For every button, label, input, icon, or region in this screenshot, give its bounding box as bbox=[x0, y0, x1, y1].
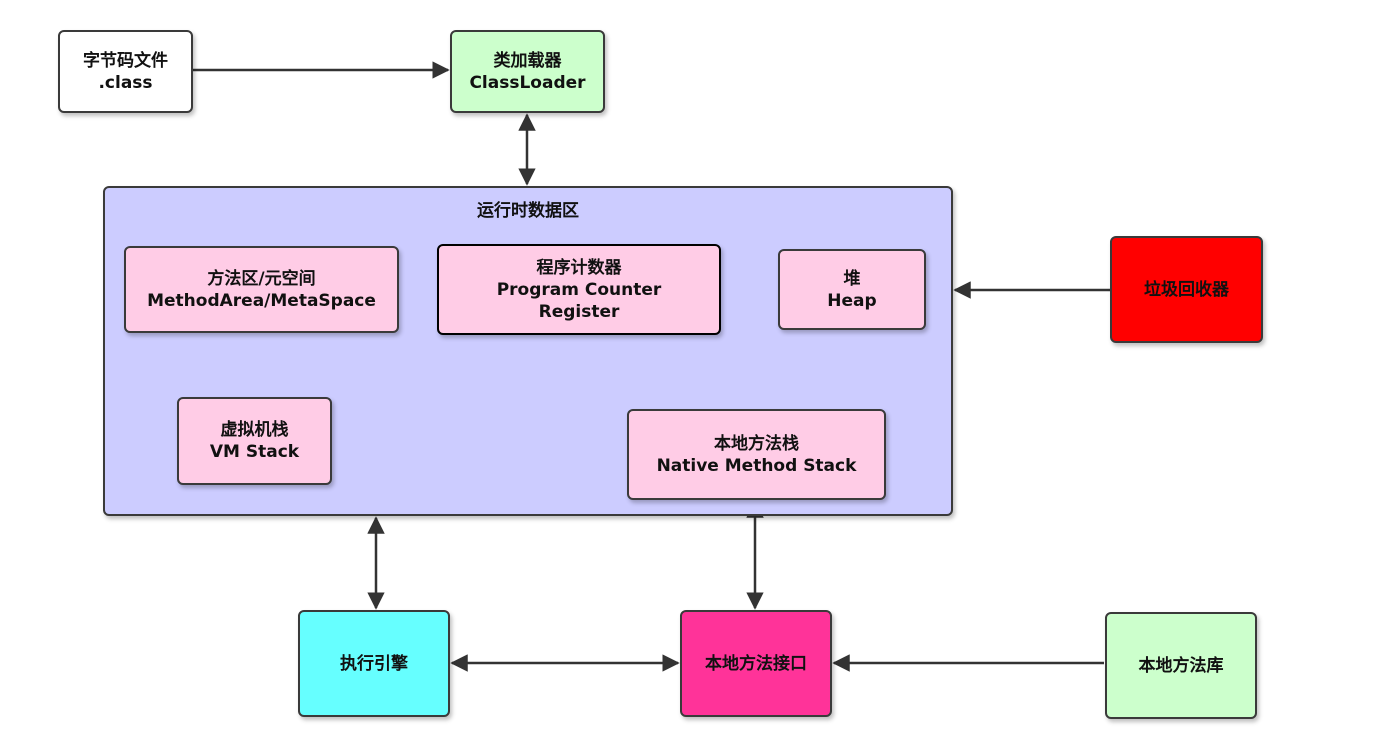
classloader-node[interactable]: 类加载器 ClassLoader bbox=[450, 30, 605, 113]
bytecode-file-label: 字节码文件 bbox=[83, 50, 168, 71]
execution-engine-node[interactable]: 执行引擎 bbox=[298, 610, 450, 717]
native-interface-label: 本地方法接口 bbox=[705, 653, 807, 674]
native-interface-node[interactable]: 本地方法接口 bbox=[680, 610, 832, 717]
pc-register-en-1: Program Counter bbox=[496, 279, 662, 300]
bytecode-file-node[interactable]: 字节码文件 .class bbox=[58, 30, 193, 113]
pc-register-en-2: Register bbox=[538, 301, 620, 322]
heap-en: Heap bbox=[827, 290, 877, 311]
heap-cn: 堆 bbox=[843, 268, 861, 289]
native-method-stack-cn: 本地方法栈 bbox=[714, 433, 799, 454]
bytecode-file-ext: .class bbox=[98, 72, 153, 93]
native-method-stack-en: Native Method Stack bbox=[656, 455, 857, 476]
execution-engine-label: 执行引擎 bbox=[340, 653, 408, 674]
native-library-label: 本地方法库 bbox=[1138, 655, 1224, 676]
vm-stack-en: VM Stack bbox=[209, 442, 300, 462]
native-method-stack-node[interactable]: 本地方法栈 Native Method Stack bbox=[627, 409, 886, 500]
vm-stack-cn: 虚拟机栈 bbox=[220, 420, 289, 440]
heap-node[interactable]: 堆 Heap bbox=[778, 249, 926, 330]
method-area-en: MethodArea/MetaSpace bbox=[147, 290, 376, 311]
method-area-cn: 方法区/元空间 bbox=[207, 268, 316, 289]
garbage-collector-label: 垃圾回收器 bbox=[1144, 279, 1229, 300]
pc-register-cn: 程序计数器 bbox=[536, 257, 622, 278]
method-area-node[interactable]: 方法区/元空间 MethodArea/MetaSpace bbox=[124, 246, 399, 333]
classloader-cn: 类加载器 bbox=[493, 50, 562, 71]
classloader-en: ClassLoader bbox=[469, 72, 586, 93]
garbage-collector-node[interactable]: 垃圾回收器 bbox=[1110, 236, 1263, 343]
runtime-data-area-title: 运行时数据区 bbox=[477, 201, 579, 221]
vm-stack-node[interactable]: 虚拟机栈 VM Stack bbox=[177, 397, 332, 485]
pc-register-node[interactable]: 程序计数器 Program Counter Register bbox=[437, 244, 721, 335]
native-library-node[interactable]: 本地方法库 bbox=[1105, 612, 1257, 719]
